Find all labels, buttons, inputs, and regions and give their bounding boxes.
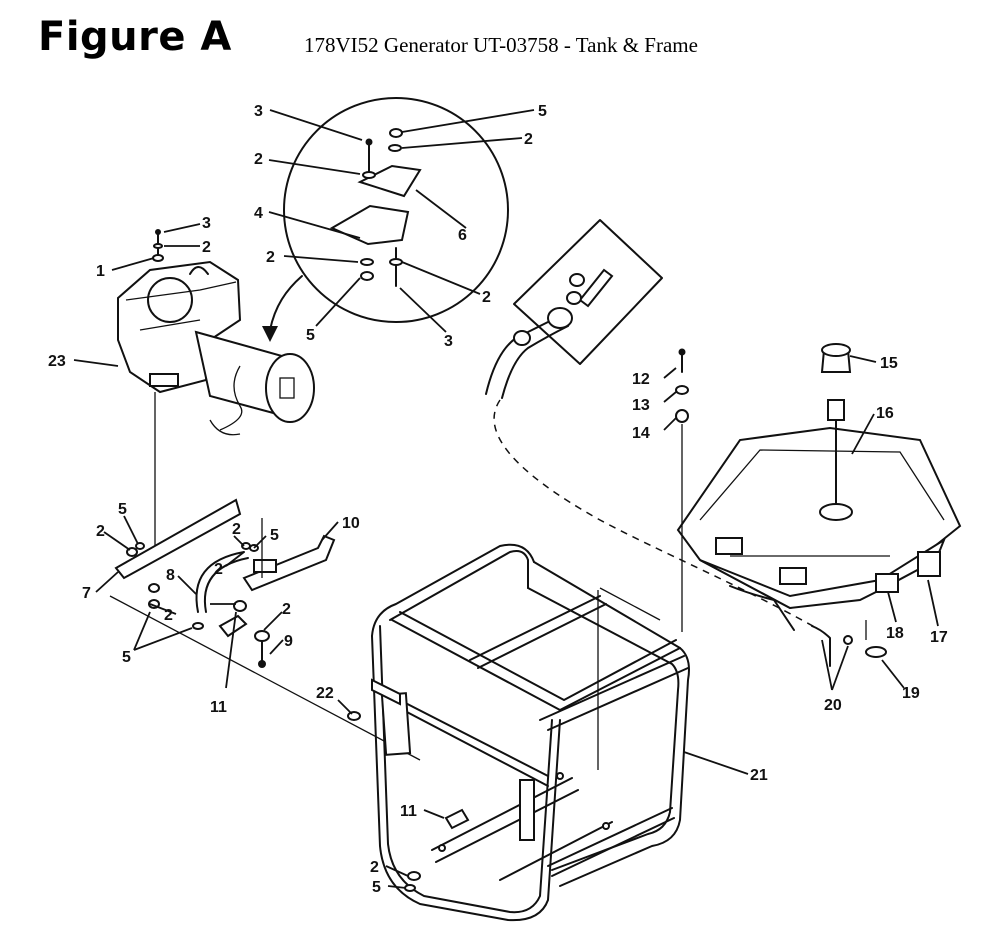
callout-2: 2 [214,561,223,578]
callout-3: 3 [444,333,453,350]
callout-2: 2 [202,239,211,256]
callout-2: 2 [254,151,263,168]
callout-5: 5 [118,501,127,518]
fuel-line-inset [485,219,663,399]
callout-2: 2 [282,601,291,618]
callout-23: 23 [48,353,66,370]
callout-15: 15 [880,355,898,372]
callout-2: 2 [164,607,173,624]
callout-2: 2 [266,249,275,266]
callout-17: 17 [930,629,948,646]
callout-5: 5 [122,649,131,666]
callout-5: 5 [538,103,547,120]
callout-2: 2 [370,859,379,876]
mount-brackets [109,498,421,761]
detail-arrowhead [262,326,278,342]
callout-22: 22 [316,685,334,702]
tubular-frame [347,543,690,922]
callout-3: 3 [254,103,263,120]
callout-21: 21 [750,767,768,784]
callout-1: 1 [96,263,105,280]
callout-11: 11 [210,699,227,716]
callout-4: 4 [254,205,263,222]
engine-generator-assembly [117,229,315,436]
callout-13: 13 [632,397,650,414]
callout-19: 19 [902,685,920,702]
callout-10: 10 [342,515,360,532]
figure-title: 178VI52 Generator UT-03758 - Tank & Fram… [304,33,698,57]
callout-5: 5 [306,327,315,344]
callout-2: 2 [482,289,491,306]
callout-5: 5 [372,879,381,896]
callout-leaders [73,109,939,889]
engine-mount-detail [283,97,509,323]
callout-3: 3 [202,215,211,232]
callout-8: 8 [166,567,175,584]
callout-5: 5 [270,527,279,544]
callout-12: 12 [632,371,650,388]
callout-numbers: 3 2 4 2 5 5 2 6 2 3 3 2 1 23 5 2 7 8 2 5… [48,103,948,896]
callout-6: 6 [458,227,467,244]
callout-16: 16 [876,405,894,422]
callout-20: 20 [824,697,842,714]
callout-11: 11 [400,803,417,820]
tank-mount-hardware [675,348,689,632]
fuel-tank [676,343,962,667]
callout-14: 14 [632,425,650,442]
callout-7: 7 [82,585,91,602]
callout-2: 2 [232,521,241,538]
callout-2: 2 [524,131,533,148]
callout-9: 9 [284,633,293,650]
callout-18: 18 [886,625,904,642]
detail-arrow [269,275,303,331]
figure-label: Figure A [38,14,232,60]
callout-2: 2 [96,523,105,540]
